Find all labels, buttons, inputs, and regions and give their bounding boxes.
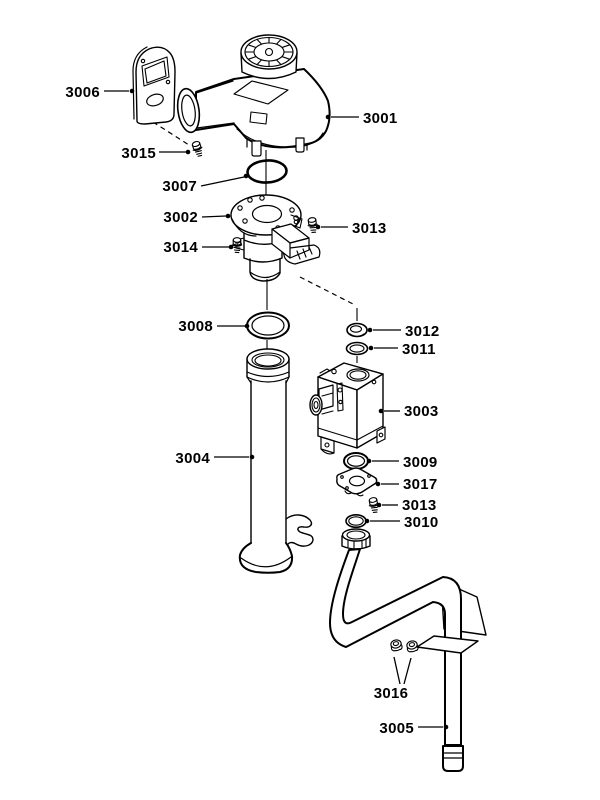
part-number: 3017 [403,476,438,493]
part-number: 3008 [178,318,213,335]
part-number: 3010 [404,514,439,531]
label-3004: 3004 [175,450,255,467]
part-3017-flange-plate [336,467,378,497]
part-number: 3014 [163,239,198,256]
flange-side-bracket [271,223,321,265]
leader-dot [378,408,384,414]
part-3014-screw [231,237,243,254]
leader-dot [244,323,250,329]
part-number: 3009 [403,454,438,471]
label-3012: 3012 [367,323,440,340]
label-3013-upper: 3013 [315,220,387,237]
label-3007: 3007 [162,173,249,195]
label-3009: 3009 [366,454,438,471]
leader-dot [249,454,255,460]
leader-line [201,215,227,218]
part-3010-ring [345,513,367,528]
part-number: 3011 [402,341,436,358]
leader-dot [367,327,373,333]
part-number: 3004 [175,450,210,467]
leader-line [393,656,401,685]
leader-line [200,176,245,187]
label-3014: 3014 [163,239,234,256]
leader-dot [375,481,381,487]
part-3016-nuts [389,638,420,654]
part-number: 3003 [404,403,439,420]
part-3011-o-ring [345,341,369,356]
part-3001-blower-assembly [176,34,331,157]
leader-line [403,657,412,685]
leader-dot [325,114,331,120]
tube-spring-clip [285,514,314,547]
dashed-line-bracket-to-cap [299,276,356,306]
label-3017: 3017 [375,476,438,493]
part-3012-cap [346,322,368,338]
leader-dot [366,458,372,464]
leader-dot [368,345,374,351]
leader-dot [315,224,321,230]
label-3003: 3003 [378,403,439,420]
label-3013-lower: 3013 [376,497,437,514]
leader-dot [225,213,231,219]
part-number: 3005 [379,720,414,737]
leader-dot [243,173,249,179]
label-3006: 3006 [65,84,135,101]
part-number: 3001 [363,110,398,127]
label-3001: 3001 [325,110,398,127]
part-3006-cover-plate [132,46,176,125]
part-number: 3015 [121,145,156,162]
leader-dot [376,502,382,508]
part-number: 3007 [162,178,197,195]
part-3002-burner-flange [230,194,321,282]
part-3003-gas-valve [309,362,386,455]
label-3005: 3005 [379,720,449,737]
part-3009-gasket [343,452,369,470]
label-3016: 3016 [374,656,412,702]
leader-dot [129,88,135,94]
part-3004-burner-tube [238,348,314,574]
label-3015: 3015 [121,145,191,162]
fan-intake [240,34,298,80]
leader-dot [185,149,191,155]
part-number: 3006 [65,84,100,101]
leader-dot [228,244,234,250]
part-3008-gasket-ring [246,311,290,340]
part-number: 3013 [402,497,437,514]
part-number: 3016 [374,685,409,702]
part-number: 3002 [163,209,198,226]
part-3013-screw-upper [306,216,319,234]
leader-dot [443,724,449,730]
part-number: 3012 [405,323,440,340]
part-number: 3013 [352,220,387,237]
bracket-foot [416,635,479,654]
label-3010: 3010 [364,514,439,531]
label-3011: 3011 [368,341,436,358]
part-3005-gas-pipe [329,528,487,772]
label-3002: 3002 [163,209,231,226]
part-3007-o-ring [246,159,288,184]
label-3008: 3008 [178,318,250,335]
part-3015-screw [190,139,205,158]
dashed-line-plate-to-screw [152,121,190,146]
leader-dot [364,518,370,524]
